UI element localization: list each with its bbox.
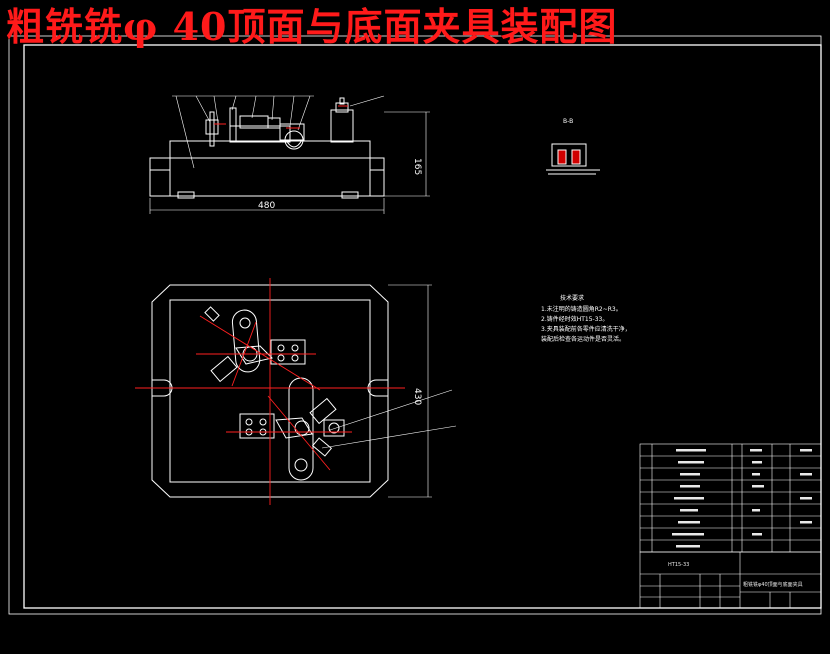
front-height-dimension: 165 [412,158,422,175]
sheet-inner-border [23,44,822,609]
parts-list-marks [672,449,812,548]
notes-line-3: 3.夹具装配前各零件应清洗干净， [541,325,631,333]
title-block [639,551,822,609]
plan-centerlines [135,278,405,505]
technical-notes: 技术要求 1.未注明的铸造圆角R2~R3。 2.铸件经时效HT15-33。 3.… [541,294,631,343]
parts-list [639,443,822,553]
section-view [546,143,600,175]
front-view [149,95,430,214]
title-block-material: HT15-33 [668,562,689,568]
notes-line-4: 装配后检查各运动件是否灵活。 [541,335,625,343]
drawing-title: 粗铣铣φ 40顶面与底面夹具装配图 [6,4,618,49]
plan-dimension-lines [321,284,457,498]
front-width-dimension: 480 [258,201,275,211]
notes-heading: 技术要求 [560,294,584,302]
title-block-drawing-name: 粗铣铣φ40顶面与底面夹具 [743,581,803,588]
notes-line-2: 2.铸件经时效HT15-33。 [541,315,608,323]
plan-height-dimension: 430 [412,388,422,405]
section-label: B-B [563,118,573,125]
sheet-outer-border [8,35,822,615]
notes-line-1: 1.未注明的铸造圆角R2~R3。 [541,305,622,313]
